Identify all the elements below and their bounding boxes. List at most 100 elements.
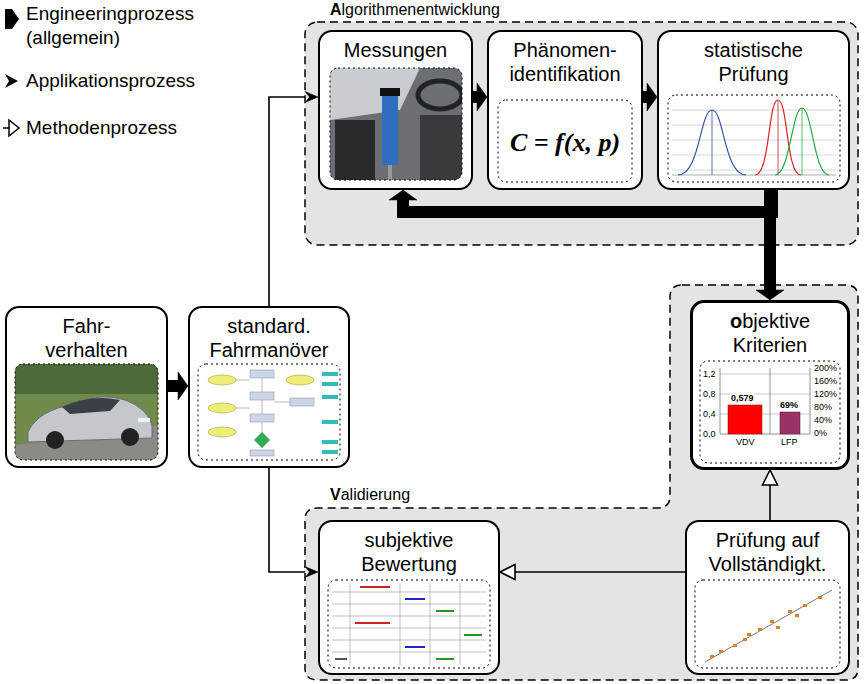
process-box: Fahr- verhalten xyxy=(5,306,168,468)
car-photo-part xyxy=(15,364,158,394)
flowchart-image-part-part xyxy=(250,450,274,456)
process-box: statistische Prüfung xyxy=(657,30,850,190)
car-photo-part xyxy=(121,428,139,446)
scatter-plot-image-part-part xyxy=(803,604,807,607)
distribution-chart-part-part xyxy=(672,155,836,156)
flowchart-image-part xyxy=(250,370,314,456)
measurement-photo-part xyxy=(330,68,420,120)
engineering-arrow-symbol xyxy=(5,9,19,29)
criteria-bar-chart-part-part xyxy=(720,374,810,375)
chart-label: VDV xyxy=(736,437,755,447)
measurement-photo-part xyxy=(382,95,398,165)
rating-table-image-part-part xyxy=(332,640,486,641)
legend-symbols xyxy=(3,9,19,136)
application-arrow xyxy=(269,92,318,307)
chart-label: LFP xyxy=(781,437,798,447)
box-fills-part xyxy=(657,30,850,190)
rating-table-image-part-part xyxy=(460,583,461,665)
rating-table-image-part xyxy=(405,598,425,600)
connector-line xyxy=(269,468,305,572)
group-panel: AlgorithmenentwicklungMessungenPhänomen-… xyxy=(305,22,858,245)
rating-table-image-part-part xyxy=(332,592,486,593)
scatter-plot-image-part xyxy=(710,596,822,658)
scatter-plot-image-part-part xyxy=(719,650,723,653)
box-fills-part xyxy=(318,520,500,675)
measurement-photo-part xyxy=(418,81,462,109)
distribution-chart-part-part xyxy=(672,110,836,111)
rating-table-image-part xyxy=(332,583,486,665)
chart-label: 0,0 xyxy=(703,429,716,439)
car-photo-part xyxy=(46,431,64,449)
group-panel: Validierungobjektive Kriteriensubjektive… xyxy=(305,285,858,680)
rating-table-image-part xyxy=(436,658,454,660)
arrow-head xyxy=(305,567,318,578)
distribution-chart-part-part xyxy=(672,125,836,126)
flowchart-image-part xyxy=(254,432,270,448)
scatter-plot-image-part xyxy=(695,580,840,668)
box-fills-part xyxy=(685,520,850,675)
connector-line xyxy=(515,571,685,573)
legend-text: Methodenprozess xyxy=(26,116,226,140)
flowchart-image-part-part xyxy=(322,450,338,454)
engineering-arrow xyxy=(643,83,657,111)
box-title: Fahr- verhalten xyxy=(37,314,137,362)
chart-label: 1,2 xyxy=(703,369,716,379)
criteria-bar-chart-part xyxy=(728,405,762,434)
distribution-chart-part-part xyxy=(672,140,836,141)
engineering-arrow xyxy=(168,372,188,400)
arrow-head xyxy=(763,470,778,485)
engineering-arrow xyxy=(389,190,772,212)
criteria-bar-chart-part xyxy=(810,368,811,434)
distribution-chart-part xyxy=(802,108,803,175)
box-fills-part xyxy=(188,306,350,468)
car-photo xyxy=(15,364,158,460)
scatter-plot-image-part-part xyxy=(795,614,799,617)
box-title: standard. Fahrmanöver xyxy=(197,314,342,362)
measurement-photo-part xyxy=(388,165,392,180)
scatter-plot-image xyxy=(695,580,840,668)
scatter-plot-image-part xyxy=(705,590,832,662)
method-arrow-symbol xyxy=(9,120,19,136)
flowchart-image-part-part xyxy=(322,372,338,376)
flowchart-image-part-part xyxy=(274,402,290,403)
measurement-photo-part xyxy=(420,115,462,180)
flowchart-image-part-part xyxy=(208,375,236,385)
distribution-chart-part xyxy=(668,95,840,182)
application-arrow-symbol xyxy=(5,74,18,88)
rating-table-image-part-part xyxy=(430,583,431,665)
rating-table-image-part xyxy=(335,658,347,660)
car-photo-part xyxy=(62,398,120,414)
connector-line xyxy=(769,485,771,520)
box-title: subjektive Bewertung xyxy=(339,528,479,576)
criteria-bar-chart-part xyxy=(780,412,800,434)
box-title: statistische Prüfung xyxy=(684,38,824,86)
criteria-bar-chart-part xyxy=(770,368,771,434)
process-box: standard. Fahrmanöver xyxy=(188,306,350,468)
flowchart-image-part xyxy=(208,375,314,437)
flowchart-image-part-part xyxy=(236,380,250,381)
scatter-plot-image-part-part xyxy=(747,633,751,636)
rating-table-image-part-part xyxy=(332,616,486,617)
car-photo-part xyxy=(138,418,150,422)
distribution-chart-part xyxy=(672,175,836,176)
arrow-head xyxy=(477,83,487,111)
chart-label: 160% xyxy=(814,376,837,386)
flowchart-image-part-part xyxy=(236,408,250,409)
method-arrow-symbol xyxy=(3,127,9,129)
group-label: Validierung xyxy=(330,486,410,504)
distribution-chart-part xyxy=(778,100,779,175)
scatter-plot-image-part-part xyxy=(776,626,780,629)
distribution-chart-part xyxy=(672,110,836,170)
distribution-chart-part xyxy=(755,100,801,175)
scatter-plot-image-part-part xyxy=(758,628,762,631)
flowchart-image-part xyxy=(236,376,290,448)
measurement-photo xyxy=(330,68,462,180)
rating-table-image-part-part xyxy=(332,604,486,605)
distribution-chart-part-part xyxy=(672,170,836,171)
chart-label: 40% xyxy=(814,415,832,425)
distribution-chart-part xyxy=(775,108,829,175)
rating-table-image-part-part xyxy=(332,628,486,629)
image-frame xyxy=(330,68,462,180)
rating-table-image-part xyxy=(436,610,454,612)
distribution-chart-part xyxy=(712,110,713,175)
